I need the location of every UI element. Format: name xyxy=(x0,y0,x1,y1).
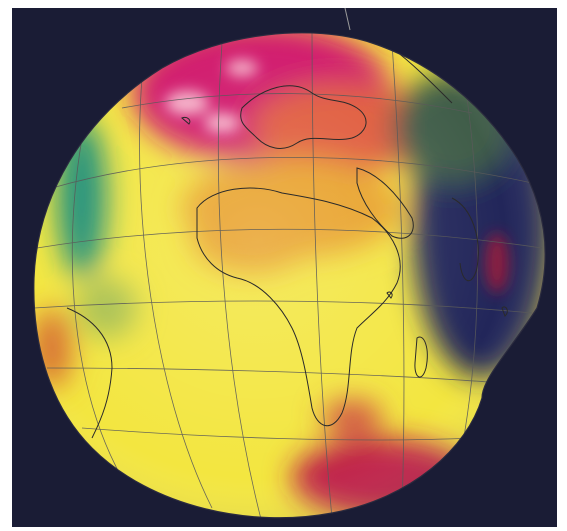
globe-outline xyxy=(33,32,546,519)
geoid-globe-illustration xyxy=(33,8,546,519)
rotation-axis-line xyxy=(344,8,351,31)
graticule-lines xyxy=(33,32,543,518)
continent-outlines xyxy=(66,47,508,439)
image-frame xyxy=(12,8,557,527)
